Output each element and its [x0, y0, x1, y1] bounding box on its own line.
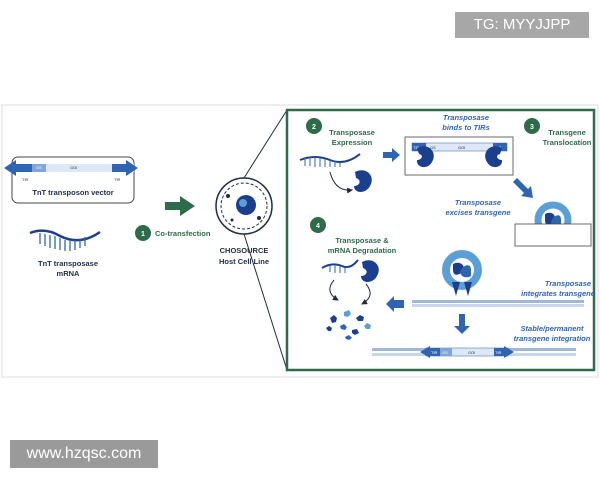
step4-badge — [310, 217, 326, 233]
degrading-transposase-icon — [361, 260, 379, 282]
stable-gs: GS — [442, 350, 448, 355]
stable-tir-left: TIR — [431, 350, 438, 355]
mrna-icon — [29, 229, 101, 251]
genomic-dna-band — [412, 300, 584, 307]
right-tir-arrow-icon — [126, 160, 138, 176]
stable-goi: GOI — [468, 350, 475, 355]
vector-bar — [4, 160, 138, 176]
integration-to-degradation-arrow-icon — [386, 296, 404, 312]
step3-number: 3 — [530, 124, 534, 131]
step4-label-line1: Transposase & — [335, 236, 389, 245]
expression-to-binding-arrow-icon — [383, 148, 400, 162]
zoom-line-top — [243, 109, 288, 179]
step3-label-line2: Translocation — [543, 138, 592, 147]
stable-right-tir-arrow-icon — [504, 346, 514, 358]
step4-label-line2: mRNA Degradation — [328, 246, 397, 255]
binding-tir-left: TIR — [413, 145, 420, 150]
vector-gs: GS — [36, 165, 42, 170]
excise-label-line1: Transposase — [455, 198, 501, 207]
step3-label-line1: Transgene — [548, 128, 586, 137]
excise-label-line2: excises transgene — [445, 208, 510, 217]
degradation-mrna-icon — [321, 259, 359, 273]
step2-label-line1: Transposase — [329, 128, 375, 137]
degradation-curve-right — [361, 283, 371, 305]
vector-tir-left: TIR — [22, 177, 29, 182]
binding-goi: GOI — [458, 145, 465, 150]
step1-badge — [135, 225, 151, 241]
bound-transposase-left-icon — [416, 146, 434, 168]
binding-to-excision-arrow-icon — [513, 178, 533, 198]
vector-goi: GOI — [70, 165, 77, 170]
binding-label-line2: binds to TIRs — [442, 123, 490, 132]
bound-transposase-right-icon — [485, 146, 503, 168]
mrna-label-line1: TnT transposase — [38, 259, 98, 268]
outer-frame — [1, 104, 599, 378]
step2-badge — [306, 118, 322, 134]
panel-mrna-icon — [299, 153, 361, 167]
vector-tir-right: TIR — [114, 177, 121, 182]
transfection-arrow-icon — [165, 196, 195, 216]
binding-gs: GS — [430, 145, 436, 150]
host-label-line1: CHOSOURCE — [220, 246, 269, 255]
watermark-top-right: TG: MYYJJPP — [455, 12, 589, 38]
integration-complex-icon — [442, 250, 482, 296]
degraded-fragments-icon — [326, 310, 371, 340]
stable-label-line1: Stable/permanent — [521, 324, 584, 333]
step4-number: 4 — [316, 223, 320, 230]
left-tir-arrow-icon — [4, 160, 16, 176]
mrna-label-line2: mRNA — [57, 269, 81, 278]
excision-box — [514, 223, 592, 247]
integrate-label-line2: integrates transgene — [521, 289, 595, 298]
watermark-bottom-left: www.hzqsc.com — [10, 440, 158, 468]
vector-label: TnT transposon vector — [32, 188, 113, 197]
step1-number: 1 — [141, 231, 145, 238]
zoom-line-bottom — [243, 233, 288, 371]
host-label-line2: Host Cell Line — [219, 257, 269, 266]
transposase-icon — [354, 170, 372, 192]
stable-left-tir-arrow-icon — [420, 346, 430, 358]
step2-number: 2 — [312, 124, 316, 131]
integration-to-stable-arrow-icon — [454, 314, 470, 334]
expression-curve-arrow — [329, 171, 353, 194]
step1-label: Co-transfection — [155, 229, 211, 238]
integrated-transgene-bar — [372, 346, 576, 358]
degradation-curve-left — [329, 279, 339, 301]
integrate-label-line1: Transposase — [545, 279, 591, 288]
stable-tir-right: TIR — [495, 350, 502, 355]
stable-label-line2: transgene integration — [514, 334, 591, 343]
host-cell-icon — [215, 177, 273, 235]
step3-badge — [524, 118, 540, 134]
step2-label-line2: Expression — [332, 138, 373, 147]
binding-label-line1: Transposase — [443, 113, 489, 122]
